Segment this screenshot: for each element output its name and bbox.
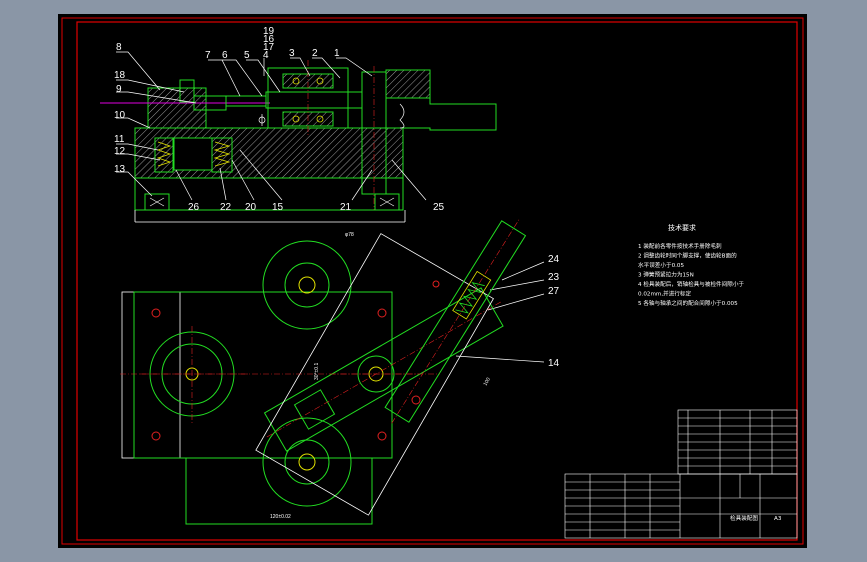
balloon-14: 14: [548, 358, 560, 369]
balloon-22: 22: [220, 202, 232, 213]
balloon-21: 21: [340, 202, 352, 213]
tech-requirement-line: 4 检具装配后，销轴检具与被检件间隙小于: [638, 280, 744, 288]
balloon-16: 16: [263, 34, 275, 45]
tech-requirement-line: 2 调整齿轮时同个脚支撑，使齿轮B面的: [638, 252, 737, 260]
balloon-15: 15: [272, 202, 284, 213]
balloon-23: 23: [548, 272, 560, 283]
tech-requirement-line: 1 装配前各零件按技术手册除毛刺: [638, 242, 722, 250]
balloon-7: 7: [205, 50, 211, 61]
dimension-bottom-width: 120±0.02: [270, 514, 291, 520]
balloon-5: 5: [244, 50, 250, 61]
balloon-17: 17: [263, 42, 275, 53]
balloon-20: 20: [245, 202, 257, 213]
left-clamp-block: [147, 87, 207, 129]
balloon-11: 11: [114, 134, 125, 145]
balloon-3: 3: [289, 48, 295, 59]
balloon-2: 2: [312, 48, 318, 59]
outer-frame: [61, 17, 804, 545]
tech-requirements-title: 技术要求: [668, 223, 696, 232]
leader-lines: [116, 51, 545, 363]
tech-requirement-line: 0.02mm,并进行标定: [638, 290, 692, 298]
sheet-label: A3: [774, 516, 782, 522]
title-block: [564, 409, 798, 539]
dimension-right-length: 100: [483, 377, 492, 387]
top-view: [120, 219, 527, 525]
measuring-arm: [263, 287, 504, 452]
balloon-4: 4: [263, 50, 269, 61]
balloon-12: 12: [114, 146, 126, 157]
tech-requirement-line: 水平误差小于0.05: [638, 261, 684, 269]
spring-20: [213, 141, 231, 167]
spring-housing-left: [154, 137, 174, 173]
dimension-top-diameter: φ78: [345, 232, 354, 238]
balloon-6: 6: [222, 50, 228, 61]
balloon-1: 1: [334, 48, 340, 59]
tech-requirement-line: 3 弹簧预紧拉力为15N: [638, 271, 694, 279]
balloon-19: 19: [263, 26, 275, 37]
workpiece-upper: [385, 69, 431, 99]
lower-extension: [185, 457, 373, 525]
balloon-8: 8: [116, 42, 122, 53]
balloon-27: 27: [548, 286, 560, 297]
foot-left: [144, 193, 170, 211]
inner-frame: [76, 21, 798, 541]
bottom-gear-disk: [262, 417, 352, 507]
balloon-26: 26: [188, 202, 200, 213]
foot-right: [374, 193, 400, 211]
spring-11: [156, 141, 172, 167]
ghost-plate: [255, 233, 494, 516]
drawing-name: 检具装配图: [730, 514, 758, 522]
mounting-holes: [151, 280, 440, 441]
balloon-9: 9: [116, 84, 122, 95]
dimension-angle: 30°±0.1: [314, 363, 320, 380]
balloon-25: 25: [433, 202, 445, 213]
cavity: [173, 137, 213, 171]
balloon-10: 10: [114, 110, 126, 121]
balloon-24: 24: [548, 254, 560, 265]
balloon-13: 13: [114, 164, 126, 175]
front-section-view: [100, 60, 497, 223]
guide-bar-14: [384, 220, 527, 423]
tech-requirement-line: 5 各轴与轴承之间的配合间隙小于0.005: [638, 299, 738, 307]
foot-plate: [134, 177, 404, 211]
balloon-18: 18: [114, 70, 126, 81]
